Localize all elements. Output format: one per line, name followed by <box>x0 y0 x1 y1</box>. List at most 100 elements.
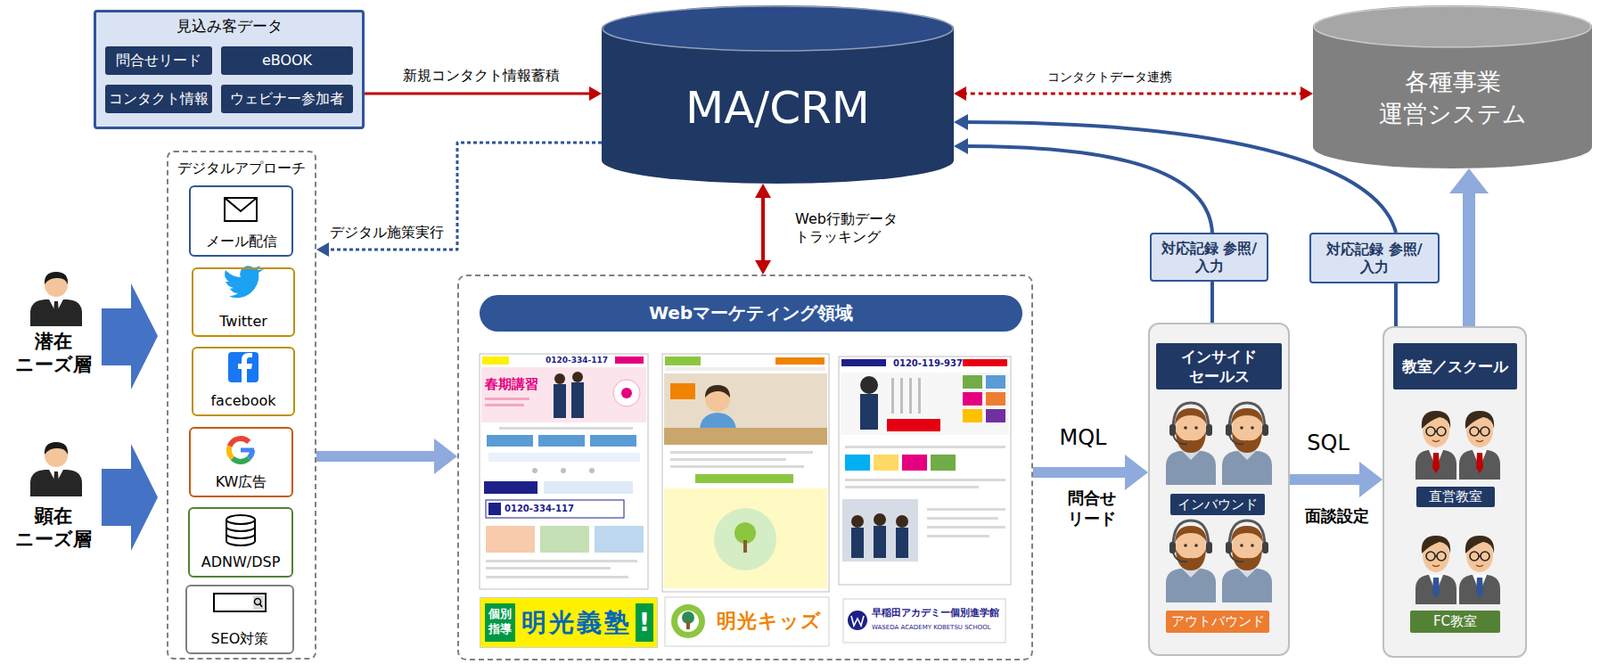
node-text: 個別指導 <box>484 603 516 642</box>
node-text: KW広告 <box>215 473 268 492</box>
arrow-head <box>754 183 772 198</box>
channel-box: メール配信 <box>188 185 294 257</box>
node-text: ADNW/DSP <box>201 553 281 572</box>
connector-line <box>1462 186 1476 327</box>
data-item: コンタクト情報 <box>105 84 213 114</box>
panel-ground <box>1148 322 1290 657</box>
connector-line <box>963 146 1213 233</box>
arrow-head <box>434 438 458 475</box>
arrow-head <box>1449 168 1489 194</box>
agent-icon <box>1165 402 1216 485</box>
tag-box: FC教室 <box>1410 610 1501 633</box>
system-cylinder: 各種事業 運営システム <box>1312 5 1592 169</box>
twitter-icon <box>224 265 264 298</box>
node-text: ! <box>635 603 654 642</box>
data-item: 問合せリード <box>105 46 213 75</box>
connector <box>364 86 602 101</box>
person-icon <box>30 442 83 497</box>
teacher-icon <box>1459 410 1501 480</box>
connector <box>316 438 458 475</box>
logo-graphic <box>664 597 829 647</box>
phone-number: 0120-119-937 <box>893 358 963 370</box>
cylinder-top <box>602 6 953 51</box>
node-text: Twitter <box>219 312 268 331</box>
node-text: 対応記録 参照/入力 <box>1160 239 1259 276</box>
logo-graphic <box>843 598 1006 643</box>
audience-label: 潜在 ニーズ層 <box>7 329 100 378</box>
connector <box>754 183 772 275</box>
connector <box>953 86 1313 101</box>
connector <box>1212 281 1214 323</box>
node-text: 見込み客データ <box>176 16 283 36</box>
node-text: 教室／スクール <box>1393 343 1518 390</box>
connector <box>1289 461 1383 498</box>
cylinder-body <box>601 5 954 184</box>
arrow-head <box>1124 454 1149 491</box>
arrow-head <box>1300 86 1313 101</box>
node-text: facebook <box>210 392 276 411</box>
cylinder-body <box>1312 5 1592 169</box>
database-icon <box>226 515 255 546</box>
arrow-head <box>754 260 772 275</box>
node-text: インバウンド <box>1177 496 1258 514</box>
node-text: WASEDA ACADEMY KOBETSU SCHOOL <box>871 623 992 632</box>
team-panel: 教室／スクール直営教室 FC教室 <box>1382 326 1527 658</box>
search-icon <box>213 593 266 612</box>
teacher-icon <box>1415 410 1457 480</box>
ma-crm-cylinder: MA/CRM <box>601 5 954 184</box>
flow-note: 面談設定 <box>1296 506 1378 527</box>
website-screenshot <box>479 353 649 590</box>
edge-label: Web行動データ トラッキング <box>795 210 911 247</box>
node-text: Webマーケティング領域 <box>479 295 1023 332</box>
tag-box: アウトバウンド <box>1165 610 1270 633</box>
node-text: 早稲田アカデミー個別進学館 <box>871 607 1000 620</box>
node-text: SEO対策 <box>211 630 270 649</box>
connector-line <box>1033 467 1133 478</box>
cylinder-top <box>1313 6 1592 48</box>
node-text: 対応記録 参照/入力 <box>1325 240 1424 277</box>
arrow-head <box>953 114 969 131</box>
facebook-icon <box>228 352 259 383</box>
edge-label: 新規コンタクト情報蓄積 <box>383 66 580 85</box>
channel-box: facebook <box>191 346 296 417</box>
record-badge: 対応記録 参照/入力 <box>1309 232 1440 284</box>
agent-icon <box>1222 520 1272 603</box>
mail-icon <box>224 197 257 222</box>
node-text: メール配信 <box>205 232 278 251</box>
node-text: デジタルアプローチ <box>177 159 306 178</box>
agent-icon <box>1165 520 1216 603</box>
brand-logo: 早稲田アカデミー個別進学館 WASEDA ACADEMY KOBETSU SCHO… <box>843 598 1006 643</box>
screenshot-heading: 春期講習 <box>484 376 539 394</box>
audience-label: 顕在 ニーズ層 <box>7 504 100 552</box>
website-screenshot <box>662 353 829 592</box>
arrow-head <box>1359 461 1383 498</box>
connector <box>316 142 602 257</box>
node-text: 各種事業 運営システム <box>1363 65 1543 129</box>
arrow-head <box>953 86 967 101</box>
node-text: 明光義塾 <box>521 606 632 640</box>
node-text: インサイド セールス <box>1156 343 1282 390</box>
tag-box: 直営教室 <box>1416 486 1495 508</box>
edge-label: デジタル施策実行 <box>322 223 452 242</box>
node-text: 明光キッズ <box>716 608 822 634</box>
node-text: アウトバウンド <box>1171 613 1265 631</box>
connector-line <box>1210 281 1215 323</box>
website-screenshot <box>838 356 1011 585</box>
brand-logo: 明光キッズ <box>664 597 829 647</box>
teacher-icon <box>1459 535 1501 605</box>
phone-number: 0120-334-117 <box>545 355 608 366</box>
agent-icon <box>1222 402 1272 485</box>
panel-ground <box>1382 326 1527 658</box>
person-icon <box>30 271 83 327</box>
brand-logo: 個別指導明光義塾! <box>479 597 658 649</box>
connector <box>953 138 1213 233</box>
connector-line <box>761 193 765 265</box>
connector-line <box>364 92 593 96</box>
block-arrow <box>101 283 158 390</box>
team-panel: インサイド セールスインバウンドアウトバウンド <box>1148 322 1290 657</box>
edge-label: MQL <box>1033 424 1133 452</box>
block-arrow <box>101 443 158 551</box>
connector <box>1033 454 1149 491</box>
node-text: 問合せリード <box>115 51 202 70</box>
